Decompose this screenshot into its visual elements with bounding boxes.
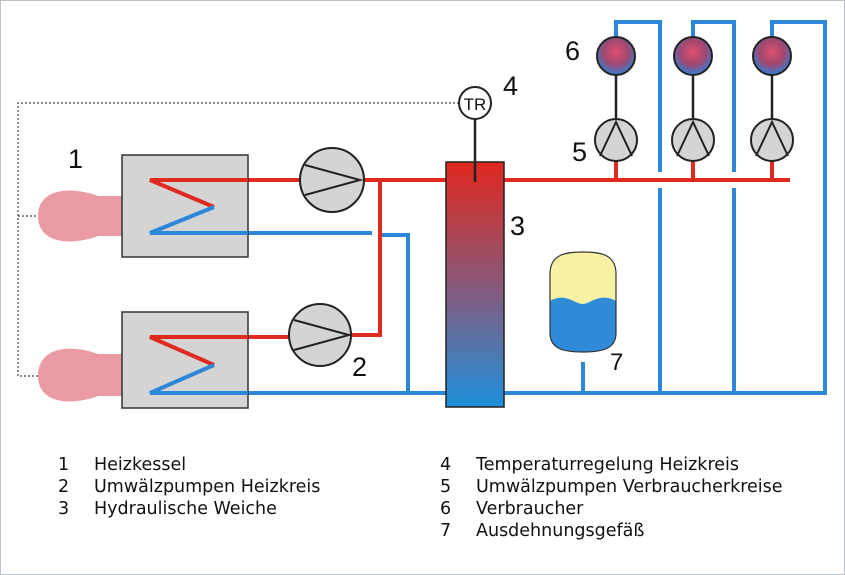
marker-7: 7 bbox=[610, 349, 623, 376]
consumer-icon bbox=[673, 36, 713, 76]
burner-2-icon bbox=[38, 348, 122, 402]
temperature-controller: TR bbox=[458, 86, 492, 120]
expansion-vessel bbox=[549, 251, 617, 353]
marker-6: 6 bbox=[565, 36, 580, 66]
hydraulic-separator bbox=[445, 161, 505, 408]
pump-icon bbox=[671, 118, 715, 162]
consumer-icon bbox=[752, 36, 792, 76]
marker-3: 3 bbox=[510, 211, 525, 241]
return-piping bbox=[248, 20, 827, 395]
marker-5: 5 bbox=[572, 137, 587, 167]
marker-4: 4 bbox=[503, 71, 518, 101]
pump-icon bbox=[594, 118, 638, 162]
boiler-2 bbox=[38, 311, 249, 409]
controller-label: TR bbox=[464, 95, 487, 114]
burner-1-icon bbox=[38, 190, 122, 242]
boiler-1 bbox=[38, 154, 249, 258]
pump-icon bbox=[288, 303, 353, 367]
supply-piping bbox=[248, 160, 790, 339]
consumer-icon bbox=[596, 36, 636, 76]
consumer-lines bbox=[614, 75, 774, 118]
marker-2: 2 bbox=[352, 352, 367, 382]
marker-1: 1 bbox=[68, 144, 83, 174]
pump-icon bbox=[750, 118, 794, 162]
pump-icon bbox=[299, 147, 365, 213]
control-line bbox=[17, 102, 459, 377]
